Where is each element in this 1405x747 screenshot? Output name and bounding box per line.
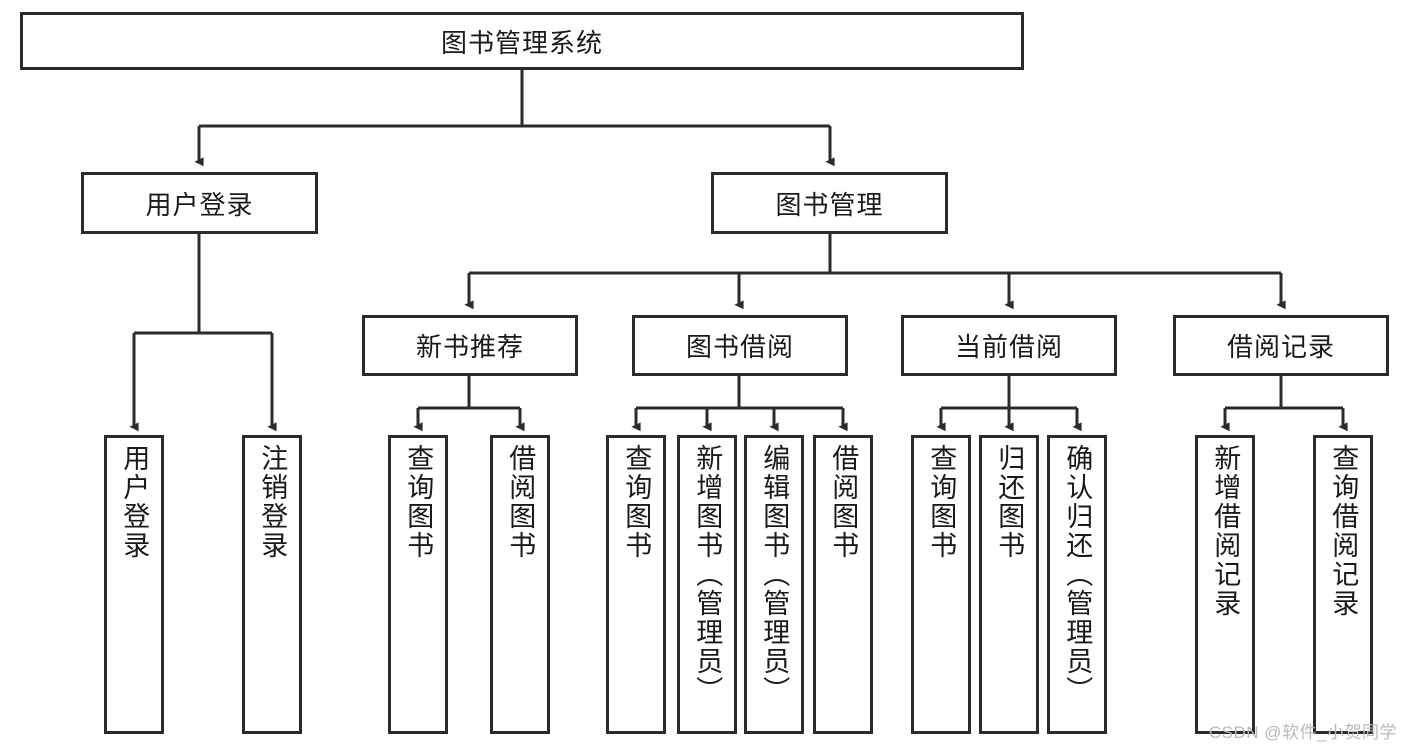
leaf-current-confirm-return[interactable]: 确认归还（管理员） (1047, 435, 1107, 734)
node-borrow-record-label: 借阅记录 (1226, 332, 1335, 362)
leaf-borrow-borrow-book[interactable]: 借阅图书 (813, 435, 873, 734)
node-user-login[interactable]: 用户登录 (81, 172, 318, 234)
leaf-label: 新增图书（管理员） (692, 444, 723, 705)
node-user-login-label: 用户登录 (145, 189, 254, 220)
node-current-borrow[interactable]: 当前借阅 (901, 315, 1117, 376)
leaf-current-query-book[interactable]: 查询图书 (911, 435, 971, 734)
leaf-borrow-edit-book[interactable]: 编辑图书（管理员） (744, 435, 804, 734)
leaf-label: 查询借阅记录 (1328, 444, 1359, 618)
leaf-user-login-logout[interactable]: 注销登录 (242, 435, 302, 734)
leaf-label: 新增借阅记录 (1210, 444, 1241, 618)
node-root[interactable]: 图书管理系统 (20, 12, 1024, 70)
leaf-user-login-login[interactable]: 用户登录 (104, 435, 164, 734)
leaf-new-book-query[interactable]: 查询图书 (388, 435, 448, 734)
node-book-borrow-label: 图书借阅 (685, 332, 794, 362)
node-current-borrow-label: 当前借阅 (954, 332, 1063, 362)
leaf-label: 用户登录 (119, 444, 150, 560)
leaf-label: 确认归还（管理员） (1062, 444, 1093, 705)
node-book-management[interactable]: 图书管理 (711, 172, 948, 234)
leaf-record-add[interactable]: 新增借阅记录 (1195, 435, 1255, 734)
leaf-label: 查询图书 (926, 444, 957, 560)
leaf-label: 查询图书 (621, 444, 652, 560)
leaf-label: 查询图书 (403, 444, 434, 560)
leaf-new-book-borrow[interactable]: 借阅图书 (490, 435, 550, 734)
leaf-label: 借阅图书 (505, 444, 536, 560)
node-book-management-label: 图书管理 (775, 189, 884, 220)
leaf-borrow-query-book[interactable]: 查询图书 (606, 435, 666, 734)
leaf-record-query[interactable]: 查询借阅记录 (1313, 435, 1373, 734)
leaf-label: 注销登录 (257, 444, 288, 560)
node-root-label: 图书管理系统 (440, 27, 603, 58)
node-book-borrow[interactable]: 图书借阅 (632, 315, 848, 376)
leaf-label: 编辑图书（管理员） (759, 444, 790, 705)
node-borrow-record[interactable]: 借阅记录 (1173, 315, 1389, 376)
leaf-current-return-book[interactable]: 归还图书 (979, 435, 1039, 734)
leaf-borrow-add-book[interactable]: 新增图书（管理员） (677, 435, 737, 734)
node-new-book-recommend-label: 新书推荐 (415, 332, 524, 362)
csdn-watermark: CSDN @软件_小贺同学 (1208, 723, 1397, 742)
node-new-book-recommend[interactable]: 新书推荐 (362, 315, 578, 376)
leaf-label: 归还图书 (994, 444, 1025, 560)
leaf-label: 借阅图书 (828, 444, 859, 560)
